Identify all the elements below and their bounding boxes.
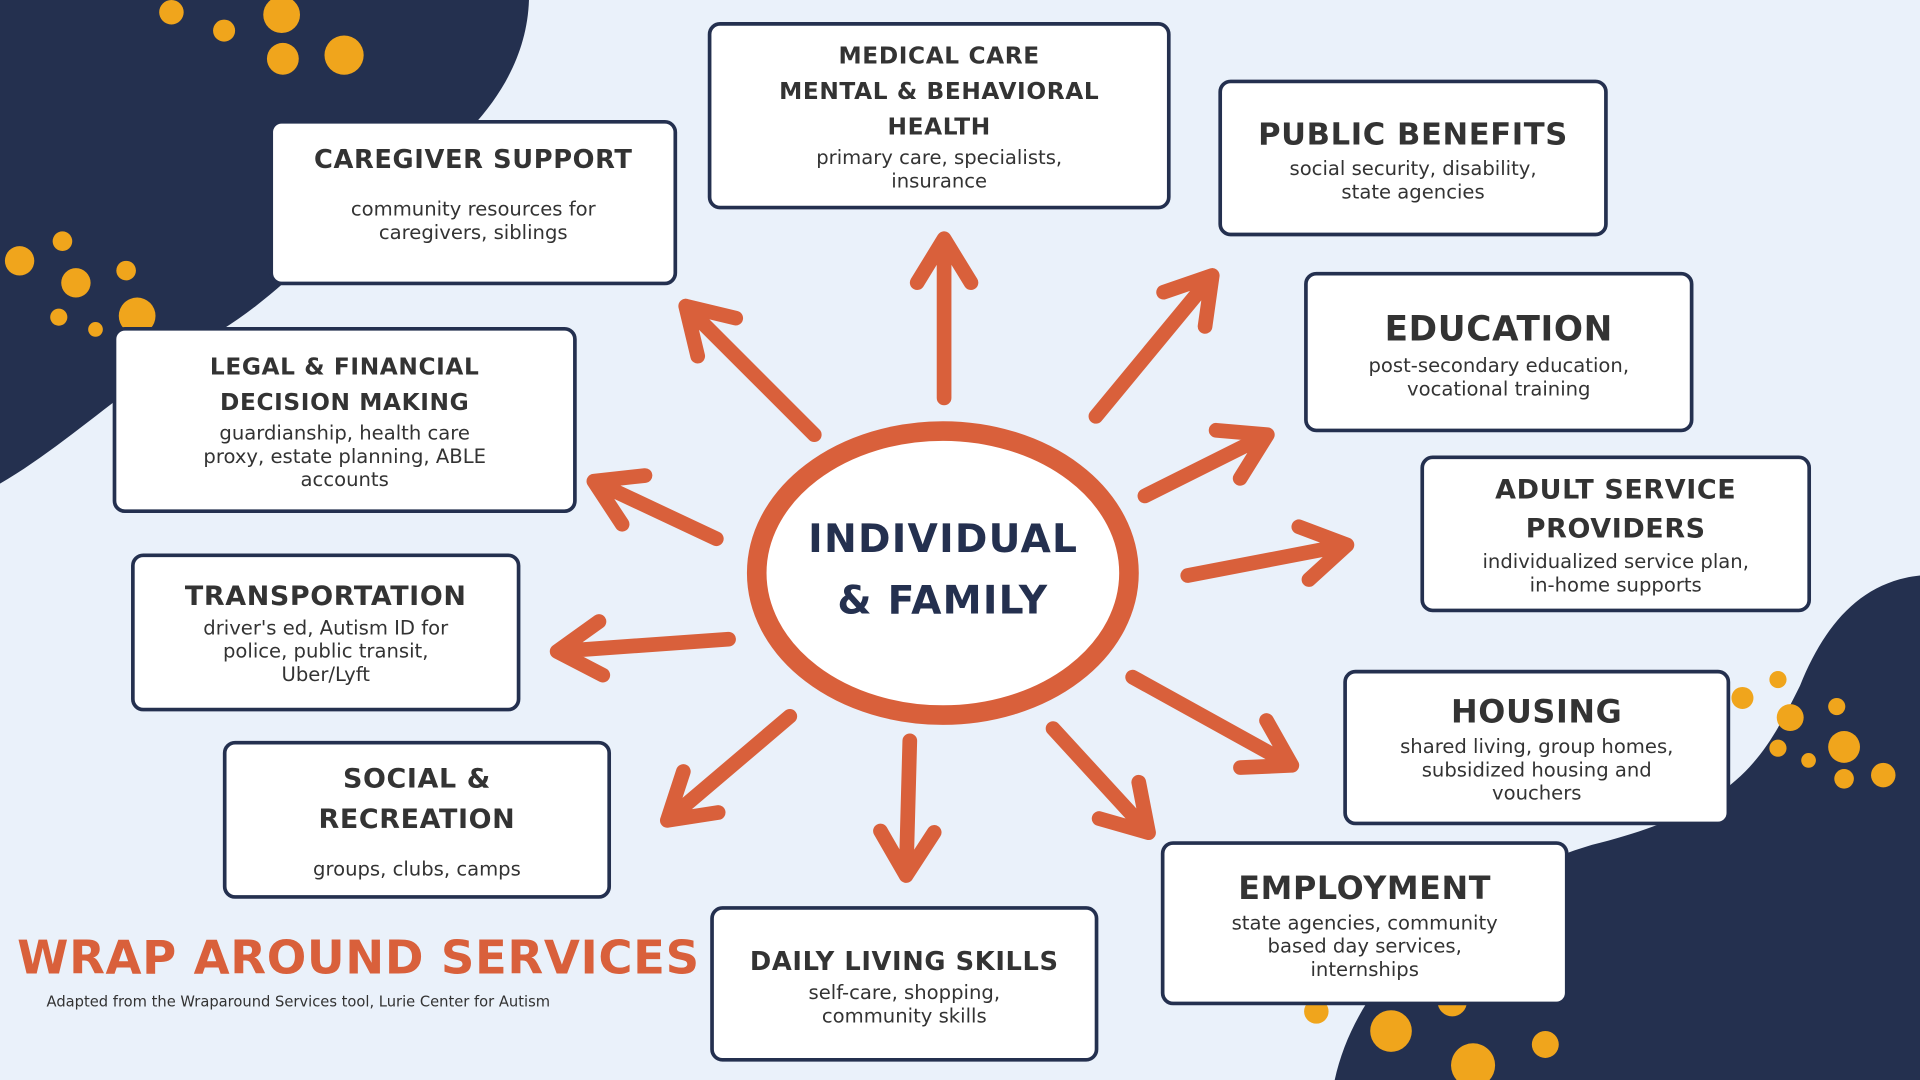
service-employment[interactable]: EMPLOYMENT state agencies, community bas…	[1160, 841, 1569, 1006]
service-adult-providers[interactable]: ADULT SERVICE PROVIDERS individualized s…	[1420, 455, 1812, 613]
service-medical[interactable]: MEDICAL CARE MENTAL & BEHAVIORAL HEALTH …	[707, 22, 1171, 210]
page-title: WRAP AROUND SERVICES	[17, 930, 700, 985]
arrow-to-daily	[873, 733, 942, 883]
service-transportation[interactable]: TRANSPORTATION driver's ed, Autism ID fo…	[131, 553, 521, 712]
arrow-to-adult	[1180, 519, 1355, 587]
employment-desc: state agencies, community based day serv…	[1231, 910, 1498, 981]
center-line-2: & FAMILY	[837, 576, 1049, 624]
source-caption: Adapted from the Wraparound Services too…	[46, 993, 551, 1011]
center-line-1: INDIVIDUAL	[808, 515, 1079, 563]
education-desc: post-secondary education, vocational tra…	[1368, 353, 1630, 400]
service-legal-financial[interactable]: LEGAL & FINANCIAL DECISION MAKING guardi…	[112, 326, 577, 514]
arrow-to-transportation	[549, 614, 736, 683]
service-caregiver-support[interactable]: CAREGIVER SUPPORT community resources fo…	[269, 120, 678, 286]
legal-title: LEGAL & FINANCIAL DECISION MAKING	[209, 353, 480, 416]
public-desc: social security, disability, state agenc…	[1289, 156, 1537, 204]
education-title: EDUCATION	[1384, 307, 1613, 349]
medical-title: MEDICAL CARE MENTAL & BEHAVIORAL HEALTH	[779, 42, 1100, 141]
arrow-to-housing	[1125, 669, 1300, 775]
transportation-title: TRANSPORTATION	[184, 581, 467, 613]
legal-desc: guardianship, health care proxy, estate …	[203, 420, 486, 491]
arrow-to-caregiver	[678, 298, 822, 443]
arrows	[549, 231, 1355, 883]
housing-desc: shared living, group homes, subsidized h…	[1400, 734, 1674, 805]
service-social-recreation[interactable]: SOCIAL & RECREATION groups, clubs, camps	[222, 740, 612, 899]
social-desc: groups, clubs, camps	[313, 857, 521, 881]
arrow-to-public	[1088, 268, 1220, 424]
arrow-to-legal	[586, 468, 724, 547]
social-title: SOCIAL & RECREATION	[318, 764, 516, 836]
center-circle	[746, 421, 1139, 725]
arrow-to-education	[1137, 422, 1275, 504]
housing-title: HOUSING	[1451, 694, 1623, 732]
center-label: INDIVIDUAL & FAMILY	[808, 508, 1077, 630]
arrow-to-social	[660, 708, 798, 828]
caregiver-desc: community resources for caregivers, sibl…	[350, 197, 596, 244]
service-education[interactable]: EDUCATION post-secondary education, voca…	[1304, 271, 1694, 433]
daily-desc: self-care, shopping, community skills	[808, 980, 1001, 1027]
service-daily-living[interactable]: DAILY LIVING SKILLS self-care, shopping,…	[710, 906, 1099, 1062]
daily-title: DAILY LIVING SKILLS	[749, 945, 1059, 976]
arrow-to-employment	[1045, 721, 1156, 841]
service-housing[interactable]: HOUSING shared living, group homes, subs…	[1343, 669, 1731, 826]
arrow-to-medical	[909, 231, 979, 406]
caregiver-title: CAREGIVER SUPPORT	[313, 144, 633, 174]
medical-desc: primary care, specialists, insurance	[816, 145, 1063, 193]
adult-desc: individualized service plan, in-home sup…	[1482, 549, 1749, 597]
service-public-benefits[interactable]: PUBLIC BENEFITS social security, disabil…	[1218, 79, 1608, 237]
adult-title: ADULT SERVICE PROVIDERS	[1495, 475, 1737, 545]
transportation-desc: driver's ed, Autism ID for police, publi…	[203, 615, 449, 686]
public-title: PUBLIC BENEFITS	[1258, 116, 1568, 152]
employment-title: EMPLOYMENT	[1238, 870, 1492, 907]
